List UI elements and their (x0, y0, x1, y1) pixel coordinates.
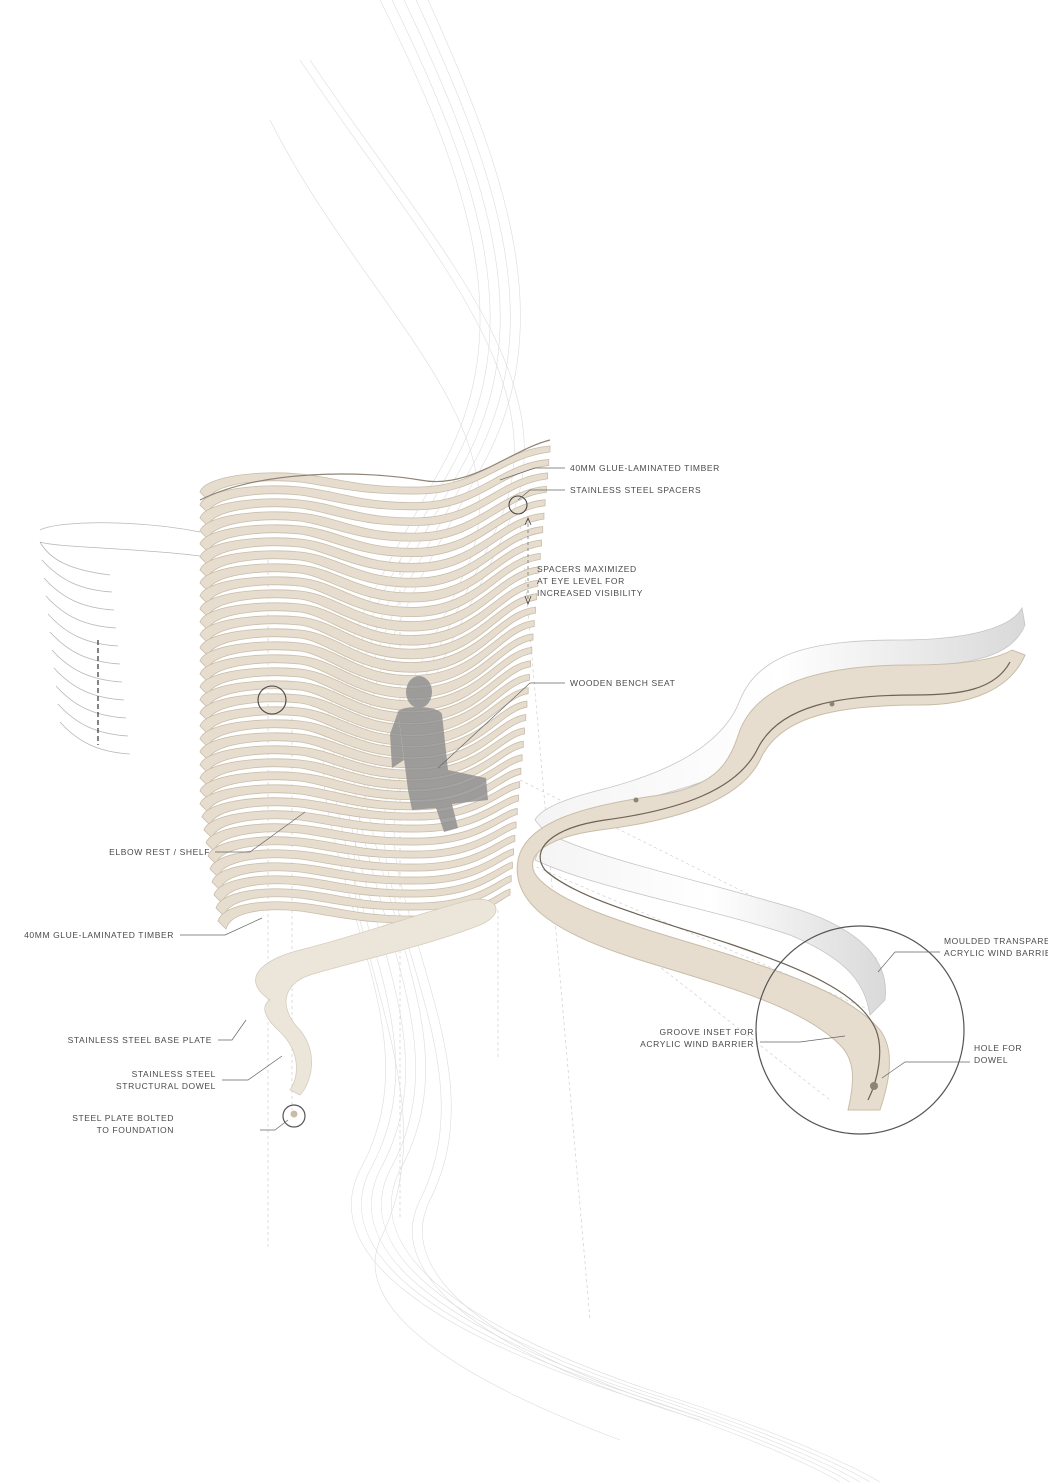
timber-rib (199, 579, 539, 646)
label-glulam-top: 40mm GLUE-LAMINATED TIMBER (570, 463, 720, 473)
label-line: STAINLESS STEEL (131, 1069, 216, 1079)
dowel-hole (870, 1082, 878, 1090)
timber-rib (199, 499, 546, 557)
shelter-top-edge (199, 439, 551, 501)
label-steel-plate-bolted: STEEL PLATE BOLTED TO FOUNDATION (72, 1112, 174, 1136)
acrylic-groove (539, 661, 1011, 1101)
label-hole-for-dowel: HOLE FOR DOWEL (974, 1042, 1022, 1066)
spacer-detail-circle (257, 685, 287, 715)
timber-rib (199, 714, 527, 769)
timber-rib (199, 606, 536, 673)
timber-rib (199, 539, 542, 603)
stainless-base-plate (255, 898, 497, 1096)
label-base-plate: STAINLESS STEEL BASE PLATE (67, 1035, 212, 1045)
acrylic-barrier-lower-arm (534, 831, 886, 1016)
timber-rib (199, 552, 541, 617)
grooved-bench-base (516, 649, 1026, 1111)
timber-rib (215, 875, 512, 917)
label-elbow-rest: ELBOW REST / SHELF (109, 847, 210, 857)
timber-shelter (199, 439, 551, 930)
timber-rib (199, 593, 538, 660)
dowel-hole (633, 797, 639, 803)
timber-rib (199, 566, 540, 632)
timber-rib (199, 445, 551, 501)
label-line: HOLE FOR (974, 1043, 1023, 1053)
timber-rib (213, 861, 513, 904)
label-line: GROOVE INSET FOR (659, 1027, 754, 1037)
label-line: DOWEL (974, 1055, 1009, 1065)
timber-rib (199, 687, 529, 746)
spacer-detail-circle (508, 495, 528, 515)
timber-rib (209, 834, 516, 878)
label-line: INCREASED VISIBILITY (537, 588, 643, 598)
timber-rib (207, 821, 517, 865)
foundation-bolt (290, 1110, 298, 1118)
timber-rib (205, 807, 518, 852)
foundation-bolt-circle (282, 1104, 306, 1128)
label-line: MOULDED TRANSPARENT (944, 936, 1048, 946)
label-structural-dowel: STAINLESS STEEL STRUCTURAL DOWEL (116, 1068, 216, 1092)
timber-rib (199, 727, 525, 779)
leader-lines (180, 467, 970, 1131)
timber-rib (199, 660, 532, 723)
label-line: STEEL PLATE BOLTED (72, 1113, 174, 1123)
timber-rib (199, 740, 524, 790)
label-line: ACRYLIC WIND BARRIER (640, 1039, 754, 1049)
label-line: STRUCTURAL DOWEL (116, 1081, 216, 1091)
timber-rib (199, 472, 548, 527)
arrowheads (524, 516, 532, 606)
label-glulam-left: 40mm GLUE-LAMINATED TIMBER (24, 930, 174, 940)
label-line: TO FOUNDATION (96, 1125, 174, 1135)
timber-rib (199, 633, 534, 699)
timber-rib (211, 848, 515, 891)
timber-rib (199, 754, 523, 800)
timber-rib (199, 485, 547, 542)
timber-rib (203, 794, 519, 839)
label-spacers-maximized: SPACERS MAXIMIZED AT EYE LEVEL FOR INCRE… (537, 563, 643, 599)
timber-rib (199, 646, 533, 711)
label-groove-inset: GROOVE INSET FOR ACRYLIC WIND BARRIER (640, 1026, 754, 1050)
person-silhouette (390, 676, 488, 832)
timber-rib (199, 673, 530, 735)
label-line: ACRYLIC WIND BARRIER (944, 948, 1048, 958)
label-stainless-spacers: STAINLESS STEEL SPACERS (570, 485, 702, 495)
detail-zoom-circle (755, 925, 965, 1135)
label-wooden-bench-seat: WOODEN BENCH SEAT (570, 678, 676, 688)
timber-rib (199, 512, 545, 573)
label-line: SPACERS MAXIMIZED (537, 564, 637, 574)
label-line: AT EYE LEVEL FOR (537, 576, 625, 586)
dowel-hole (829, 701, 835, 707)
timber-rib (199, 526, 544, 588)
timber-rib (199, 700, 528, 758)
label-acrylic-wind-barrier: MOULDED TRANSPARENT ACRYLIC WIND BARRIER (944, 935, 1048, 959)
timber-rib (199, 458, 550, 514)
exploded-rib-outlines (39, 522, 201, 755)
timber-rib (199, 620, 535, 686)
